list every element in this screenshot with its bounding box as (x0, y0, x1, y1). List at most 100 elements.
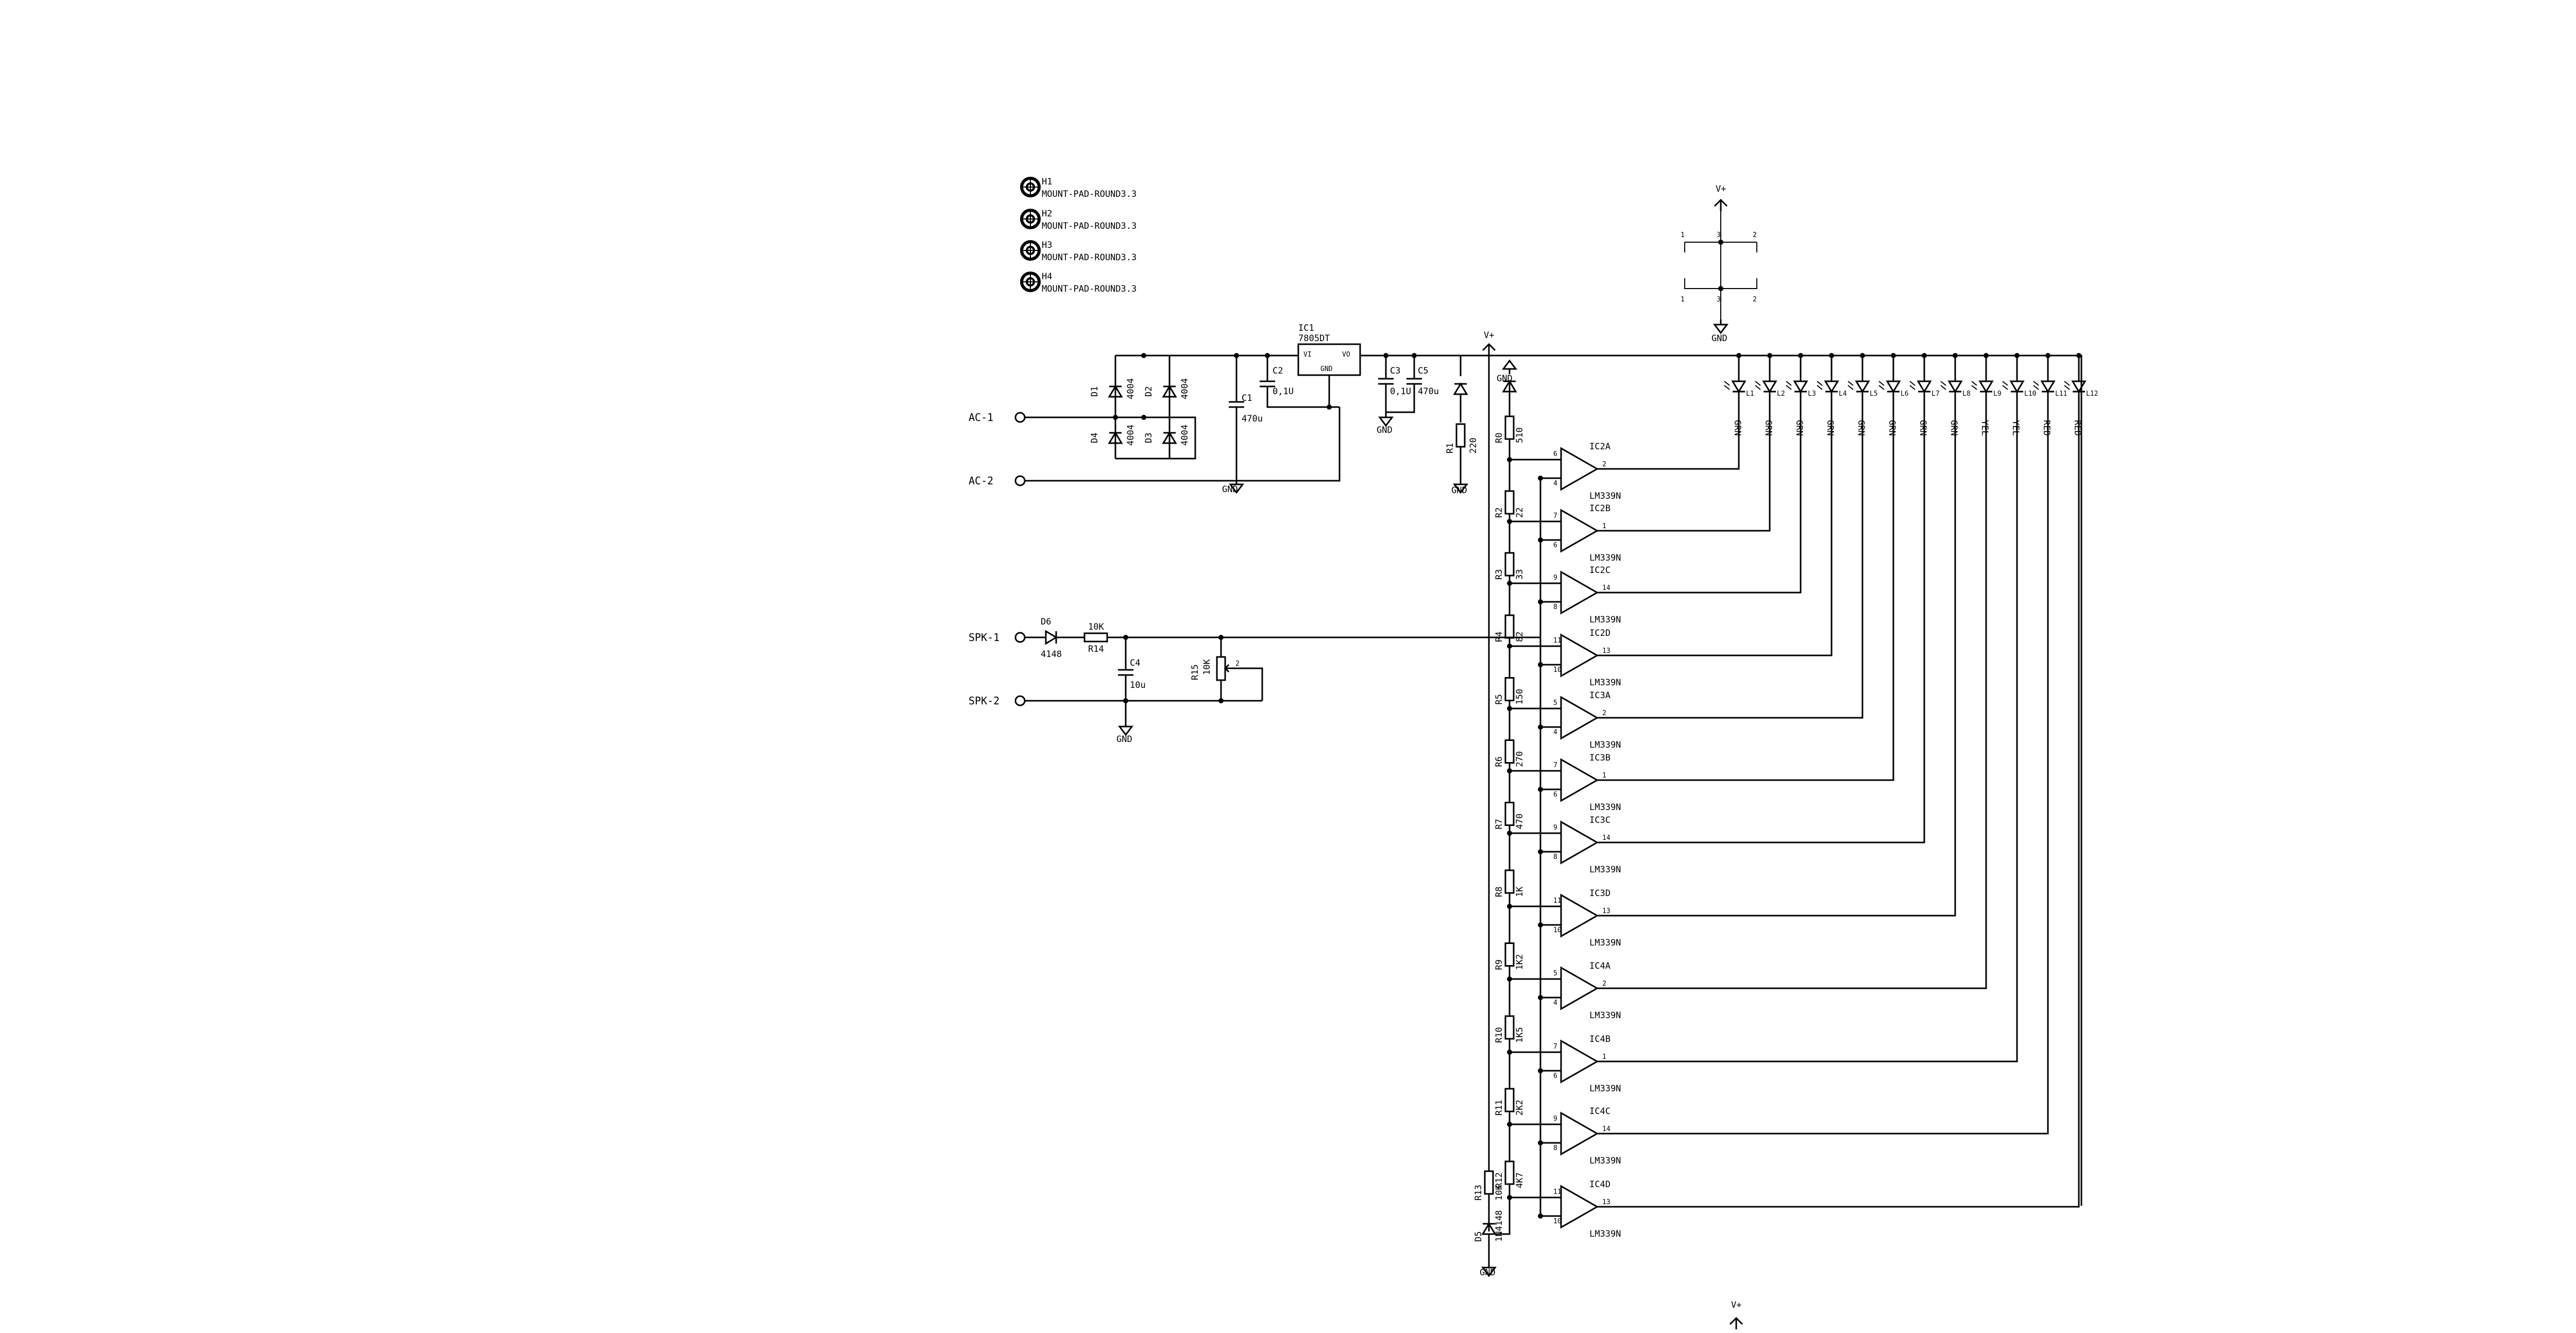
junction (1538, 476, 1543, 481)
led-ref: L6 (1901, 390, 1909, 398)
mount-pad-value: MOUNT-PAD-ROUND3.3 (1042, 221, 1137, 231)
comparator-part: LM339N (1589, 678, 1621, 688)
comparator-pin: 14 (1602, 1125, 1611, 1133)
spk1-label: SPK-1 (969, 631, 999, 644)
resistor-body (1504, 677, 1515, 701)
resistor-ref: R8 (1494, 887, 1504, 897)
mount-pad-h4: H4 MOUNT-PAD-ROUND3.3 (1022, 272, 1137, 294)
cap-ref: C3 (1390, 366, 1400, 376)
comparator-ref: IC2C (1589, 565, 1611, 576)
led-ref: L8 (1962, 390, 1971, 398)
resistor-value: 4K7 (1515, 1172, 1525, 1188)
junction (1507, 644, 1512, 649)
mount-pad-h1: H1 MOUNT-PAD-ROUND3.3 (1022, 177, 1137, 199)
diode-value: 4004 (1126, 378, 1136, 399)
led-color: YEL (1979, 420, 1990, 436)
led-ref: L11 (2055, 390, 2067, 398)
diode-ref: D2 (1144, 386, 1154, 397)
comparator-pin: 5 (1553, 699, 1557, 707)
comparator-pin: 7 (1553, 512, 1557, 520)
comparator-body (1560, 758, 1599, 802)
comparator-body (1560, 696, 1599, 740)
led-body (1731, 380, 1747, 393)
comparator-pin: 11 (1553, 897, 1562, 905)
cap-value: 0,1U (1273, 386, 1294, 397)
jumper-pin: 2 (1753, 296, 1757, 303)
resistor-value: 1K5 (1515, 1027, 1525, 1043)
junction (1507, 457, 1512, 462)
resistor-ref: R14 (1088, 644, 1104, 654)
junction (1538, 922, 1543, 927)
jumper-pin: 1 (1681, 231, 1685, 239)
led-body (2009, 380, 2025, 393)
jumper-pin: 1 (1681, 296, 1685, 303)
mount-pads: H1 MOUNT-PAD-ROUND3.3 H2 MOUNT-PAD-ROUND… (1022, 177, 1137, 294)
spk2-label: SPK-2 (969, 695, 999, 707)
comparator-part: LM339N (1589, 553, 1621, 563)
wiper-pin: 2 (1235, 660, 1240, 668)
junction (1507, 904, 1512, 909)
junction (1507, 1122, 1512, 1127)
resistor-value: 2K2 (1515, 1100, 1525, 1116)
regulator-vi: VI (1303, 351, 1312, 359)
resistor-body (1504, 552, 1515, 577)
led-ref: L3 (1808, 390, 1816, 398)
junction (1538, 599, 1543, 604)
junction (1767, 353, 1772, 358)
comparator-body (1560, 1111, 1599, 1156)
comparator-part: LM339N (1589, 1084, 1621, 1094)
led-arrows (1848, 381, 1854, 390)
spk2-terminal[interactable] (1014, 695, 1026, 706)
mount-pad-ref: H4 (1042, 272, 1052, 282)
led-color: RED (2041, 420, 2052, 436)
led-arrows (2033, 381, 2039, 390)
junction (1984, 353, 1989, 358)
junction (1829, 353, 1834, 358)
comparator-part: LM339N (1589, 938, 1621, 948)
mount-pad-h3: H3 MOUNT-PAD-ROUND3.3 (1022, 240, 1137, 263)
comparator-pin: 9 (1553, 574, 1557, 582)
diode-ref: D1 (1090, 386, 1100, 397)
led-ref: L1 (1746, 390, 1754, 398)
resistor-ref: R13 (1473, 1185, 1484, 1201)
regulator-vo: VO (1342, 351, 1350, 359)
led-color: GRN (1763, 420, 1773, 436)
comparator-part: LM339N (1589, 1156, 1621, 1166)
ac1-terminal[interactable] (1014, 412, 1026, 423)
junction (1507, 831, 1512, 836)
resistor-body (1504, 802, 1515, 826)
resistor-value: 33 (1515, 569, 1525, 580)
resistor-value: 220 (1468, 437, 1479, 453)
regulator-gnd: GND (1320, 365, 1333, 373)
spk1-terminal[interactable] (1014, 632, 1026, 643)
comparator-output-wire (1597, 412, 2049, 1135)
led-body (1824, 380, 1839, 393)
led-body (1917, 380, 1932, 393)
ac2-label: AC-2 (969, 475, 993, 487)
junction (1507, 519, 1512, 524)
comparator-pin: 10 (1553, 1218, 1562, 1225)
ac2-terminal[interactable] (1014, 475, 1026, 486)
ladder-resistor: R3 33 (1494, 552, 1525, 580)
comparator-output-wire (1597, 412, 1802, 594)
resistor-ref: R3 (1494, 569, 1504, 580)
junction (1860, 353, 1865, 358)
cap-ref: C4 (1130, 658, 1140, 668)
comparator-pin: 6 (1553, 791, 1557, 799)
led-color: RED (2072, 420, 2082, 436)
junction (1736, 353, 1741, 358)
led-arrows (1940, 381, 1946, 390)
